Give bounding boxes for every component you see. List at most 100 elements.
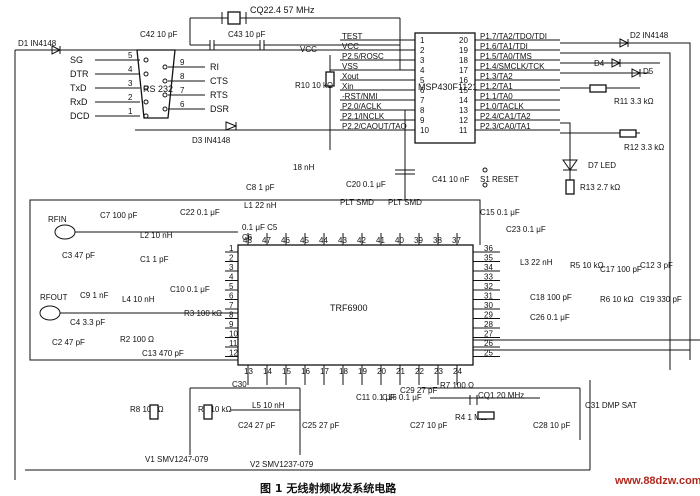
mcu-pin-label: P2.3/CA0/TA1	[480, 122, 531, 131]
rs232-pin-num: 8	[180, 72, 185, 81]
rs232-pin-dot	[143, 57, 149, 63]
rs232-pin-name: DTR	[70, 69, 89, 79]
part-label-c22: C22 0.1 μF	[180, 208, 220, 217]
rf-pin-num: 3	[229, 263, 234, 272]
part-label-r4: R4 1 MΩ	[455, 413, 487, 422]
part-label-c15: C15 0.1 μF	[480, 208, 520, 217]
part-label-r6: R6 10 kΩ	[600, 295, 634, 304]
rf-pin-num: 43	[338, 236, 347, 245]
rs232-pin-name: RI	[210, 62, 219, 72]
rf-pin-num: 19	[358, 367, 367, 376]
rf-pin-num: 32	[484, 282, 493, 291]
c42-label: C42 10 pF	[140, 30, 177, 39]
mcu-pin-num: 7	[420, 96, 425, 105]
crystal-area: CQ22.4 57 MHz C42 10 pF C43 10 pF	[140, 5, 410, 71]
mcu-pin-label: P1.4/SMCLK/TCK	[480, 62, 545, 71]
rs232-pin-num: 4	[128, 65, 133, 74]
rf-pin-num: 29	[484, 311, 493, 320]
part-label-c2: C2 47 pF	[52, 338, 85, 347]
mcu-pin-label: P1.2/TA1	[480, 82, 513, 91]
rf-pin-num: 11	[229, 339, 238, 348]
rs232-pin-num: 7	[180, 86, 185, 95]
mcu-pin-num: 2	[420, 46, 425, 55]
r13-label: R13 2.7 kΩ	[580, 183, 620, 192]
rf-pin-num: 31	[484, 292, 493, 301]
rf-pin-num: 33	[484, 273, 493, 282]
rf-pin-num: 36	[484, 244, 493, 253]
rs232-pin-name: SG	[70, 55, 83, 65]
d5-label: D5	[643, 67, 654, 76]
r10-symbol	[325, 71, 335, 87]
c43-label: C43 10 pF	[228, 30, 265, 39]
rf-pin-num: 10	[229, 330, 238, 339]
rf-pin-num: 12	[229, 349, 238, 358]
rs232-pin-num: 6	[180, 100, 185, 109]
mcu-pin-num: 13	[459, 106, 468, 115]
mcu-pin-label: Xin	[342, 82, 354, 91]
part-label-cq1: CQ1 20 MHz	[478, 391, 524, 400]
part-label-c4: C4 3.3 pF	[70, 318, 105, 327]
part-label-c3: C3 47 pF	[62, 251, 95, 260]
rs232-pin-dot	[143, 99, 149, 105]
part-label-c30: C30	[232, 380, 247, 389]
d4-label: D4	[594, 59, 605, 68]
part-label-c13: C13 470 pF	[142, 349, 184, 358]
mcu-pin-num: 4	[420, 66, 425, 75]
part-label-r9: R9 10 kΩ	[198, 405, 232, 414]
mcu-pin-num: 3	[420, 56, 425, 65]
rf-chip-name: TRF6900	[330, 303, 368, 313]
rf-pin-num: 4	[229, 273, 234, 282]
rs232-label: RS 232	[143, 84, 173, 94]
mcu-pin-num: 11	[459, 126, 468, 135]
rs232-pin-num: 2	[128, 93, 133, 102]
d2-label: D2 IN4148	[630, 31, 669, 40]
mcu-pin-label: -RST/NMI	[342, 92, 378, 101]
part-label-r5: R5 10 kΩ	[570, 261, 604, 270]
rf-pin-num: 26	[484, 339, 493, 348]
part-label-l5: L5 10 nH	[252, 401, 285, 410]
part-label-c18: C18 100 pF	[530, 293, 572, 302]
mcu-pin-label: P2.5/ROSC	[342, 52, 384, 61]
part-label-c25: C25 27 pF	[302, 421, 339, 430]
rf-pin-num: 15	[282, 367, 291, 376]
mcu-body	[414, 32, 476, 144]
rf-pin-num: 22	[415, 367, 424, 376]
r10-label: R10 10 kΩ	[295, 81, 333, 90]
r12-label: R12 3.3 kΩ	[624, 143, 664, 152]
part-label-r3: R3 100 kΩ	[184, 309, 222, 318]
mcu-pin-label: P1.1/TA0	[480, 92, 513, 101]
rfout-connector	[39, 305, 61, 321]
part-label-c5: 0.1 μF C5	[242, 223, 278, 232]
part-label-l3: L3 22 nH	[520, 258, 553, 267]
c41-label: C41 10 nF	[432, 175, 469, 184]
part-label-l2: L2 10 nH	[140, 231, 173, 240]
rfin-connector	[54, 224, 76, 240]
rs232-pin-name: CTS	[210, 76, 228, 86]
part-label-v1: V1 SMV1247-079	[145, 455, 209, 464]
rf-pin-num: 2	[229, 254, 234, 263]
r11-symbol	[589, 84, 607, 93]
part-label-c29: C29 27 pF	[400, 386, 437, 395]
mcu-pin-label: P2.1/INCLK	[342, 112, 385, 121]
rs232-pin-dot	[162, 78, 168, 84]
rfin-label: RFIN	[48, 215, 67, 224]
rf-pin-num: 20	[377, 367, 386, 376]
mcu-pin-label: P1.6/TA1/TDI	[480, 42, 528, 51]
d3-label: D3 IN4148	[192, 136, 231, 145]
part-label-c7: C7 100 pF	[100, 211, 137, 220]
rf-pin-num: 39	[414, 236, 423, 245]
part-label-l4: L4 10 nH	[122, 295, 155, 304]
crystal-symbol	[227, 11, 241, 25]
rf-pin-num: 42	[357, 236, 366, 245]
plt-smd-2-label: PLT SMD	[388, 198, 422, 207]
s1-label: S1 RESET	[480, 175, 519, 184]
rs232-pin-name: DSR	[210, 104, 230, 114]
mcu-pin-num: 14	[459, 96, 468, 105]
mcu-pin-num: 1	[420, 36, 425, 45]
part-label-c10: C10 0.1 μF	[170, 285, 210, 294]
rs232-pin-name: TxD	[70, 83, 87, 93]
part-label-c6: C6	[242, 233, 253, 242]
rf-pin-num: 18	[339, 367, 348, 376]
r11-label: R11 3.3 kΩ	[614, 97, 654, 106]
